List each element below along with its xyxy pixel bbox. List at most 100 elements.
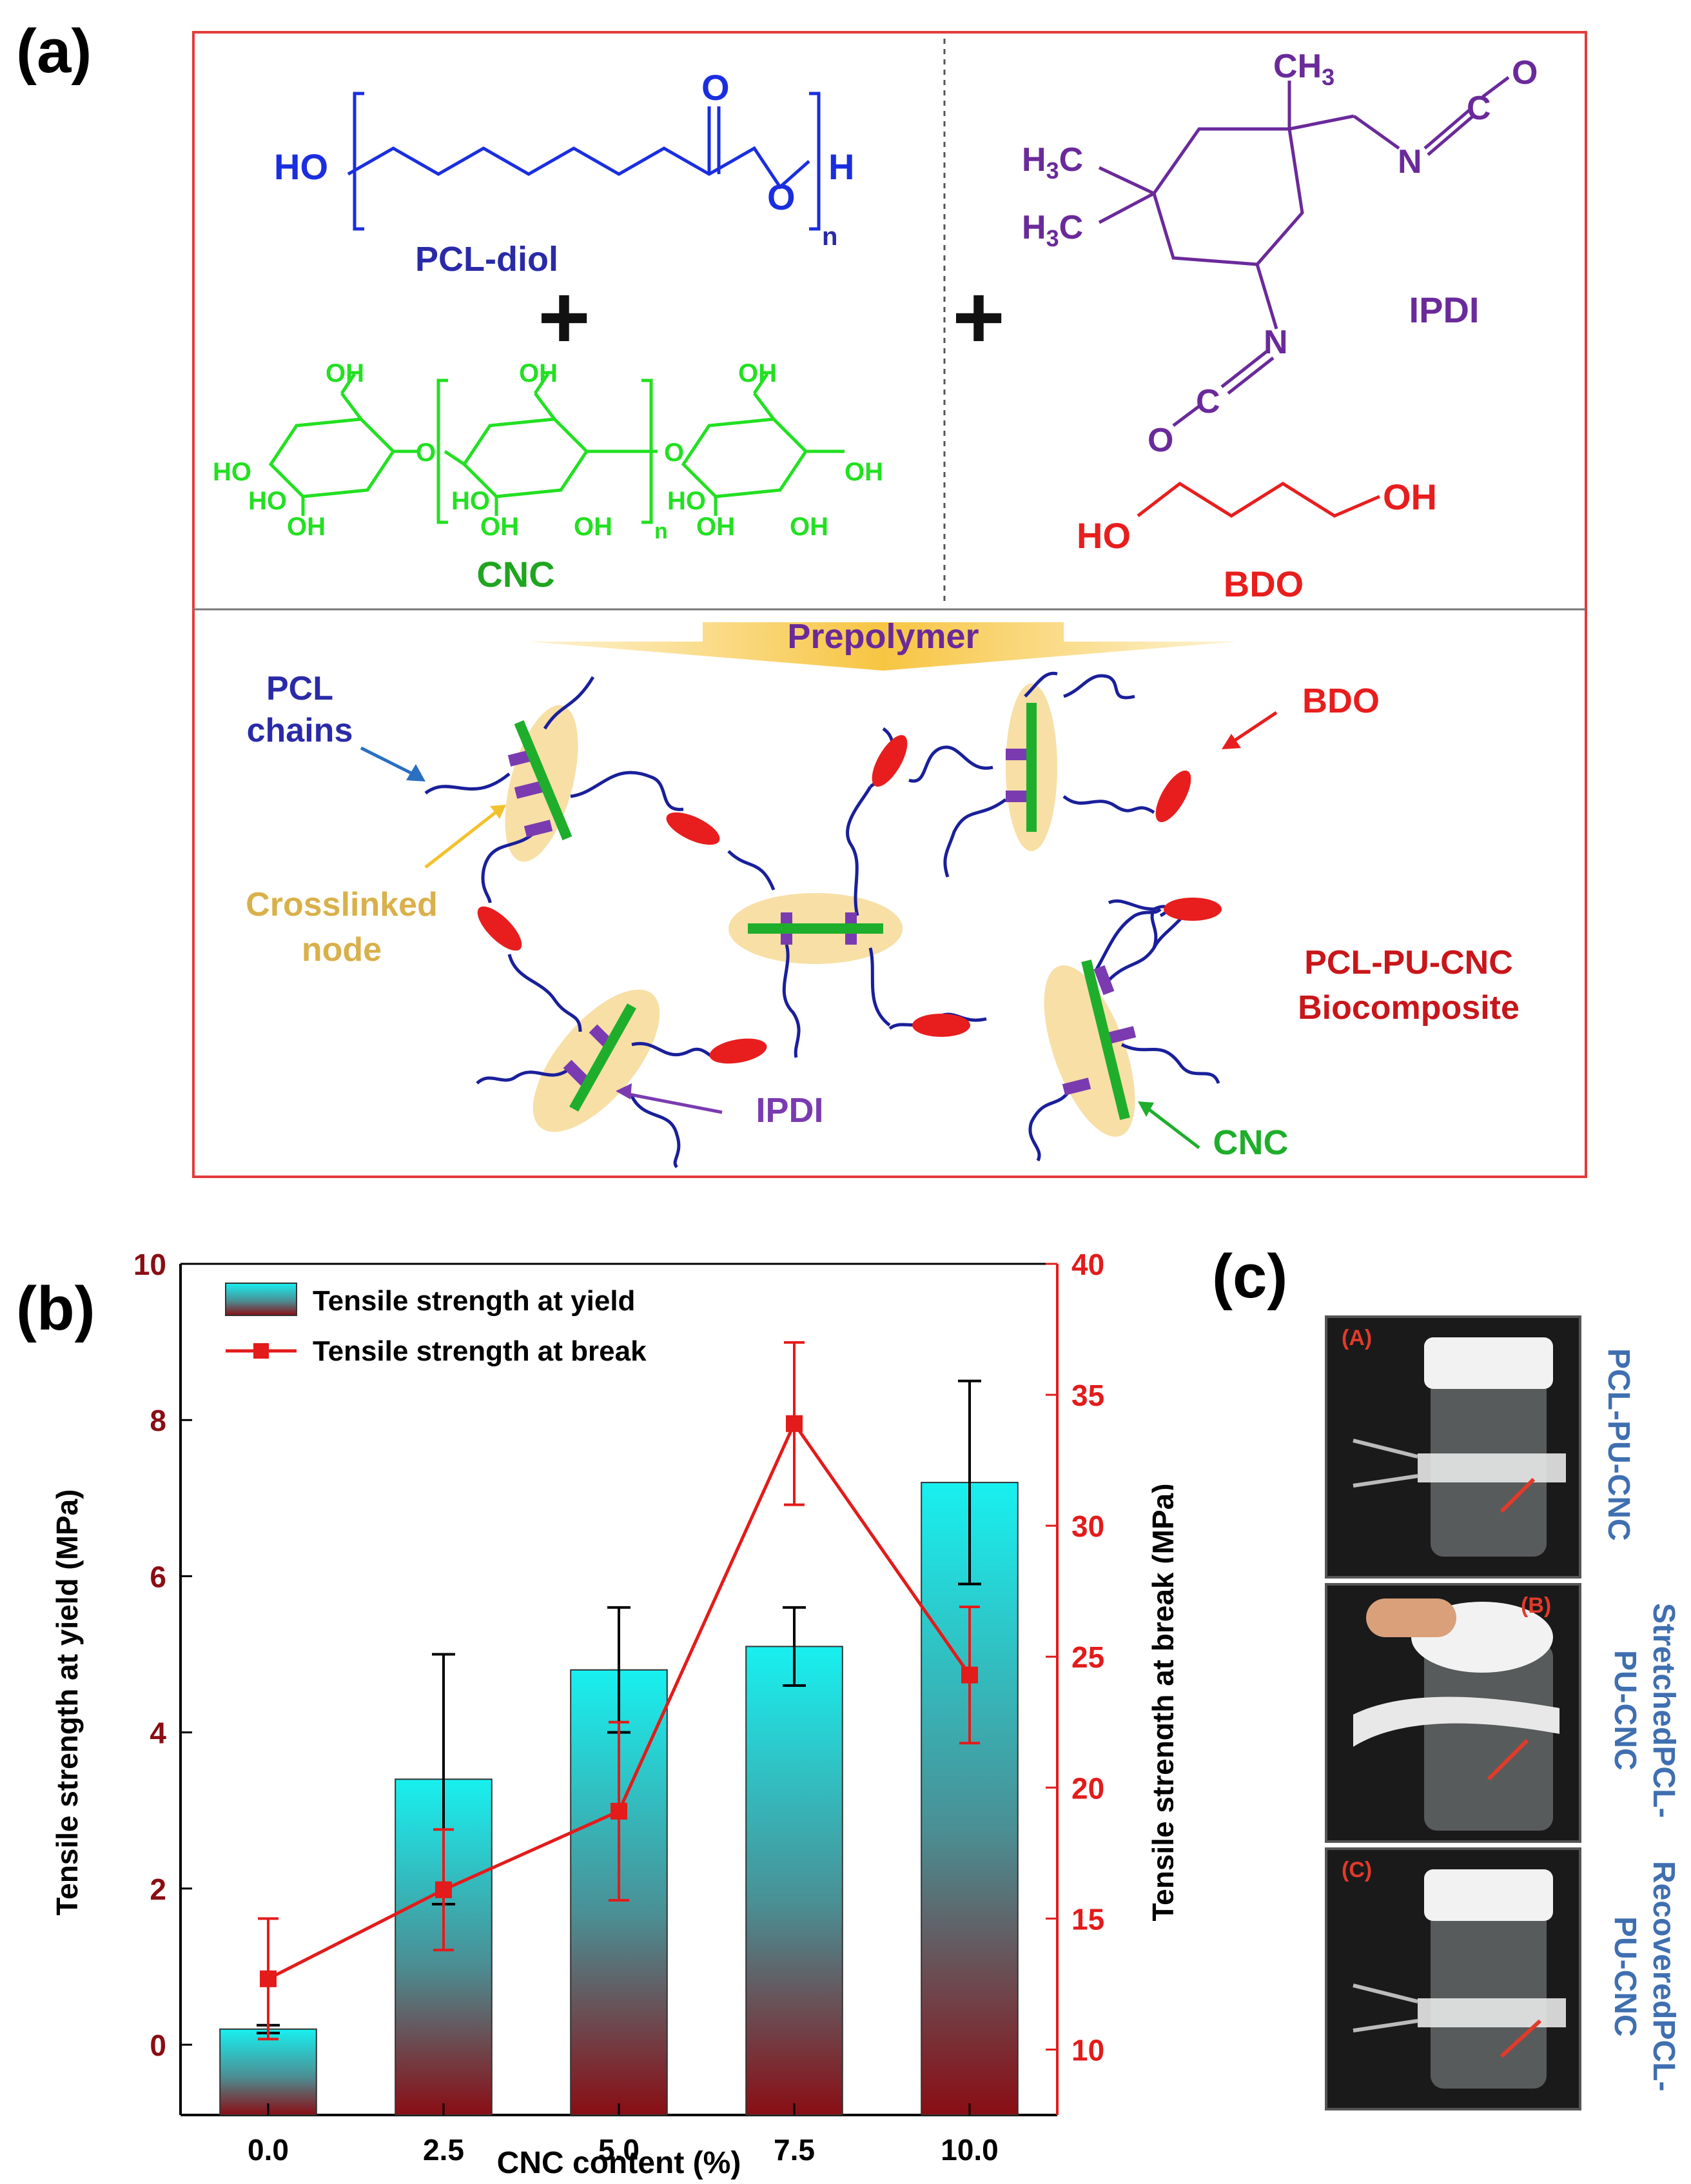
photo-stretched-sample: (B) [1325,1583,1581,1843]
ipdi-h3c-2: H3C [1022,209,1083,251]
y2-axis-label: Tensile strength at break (MPa) [1146,1483,1173,1921]
bdo-structure [1137,481,1380,518]
composite-label-line1: PCL-PU-CNC [1304,944,1513,981]
photo-c-illustration [1353,1869,1566,2089]
y-tick-label-5: 10 [133,1248,166,1281]
pcl-chains-arrow [360,746,420,779]
cnc-o-link-2: O [664,438,684,467]
bdo-network-label: BDO [1302,682,1380,720]
y2-tick-label-2: 20 [1071,1771,1104,1805]
cnc-ho-1: HO [213,458,251,486]
bar-yield-3 [745,1646,843,2116]
cnc-oh-2: OH [519,359,558,388]
bdo-segments [477,735,1222,1064]
ipdi-c-2: C [1196,383,1220,420]
cnc-ho-2: HO [248,487,287,515]
legend-swatch-yield [225,1283,297,1316]
photo-label-c-line2: PCL-PU-CNC [1608,1916,1681,2092]
x-tick-label-3: 7.5 [774,2133,815,2167]
pcl-diol-name: PCL-diol [415,240,558,279]
photo-label-b-line2: PCL-PU-CNC [1608,1650,1681,1818]
pcl-ho-label: HO [274,146,328,187]
photo-label-c-line1: Recovered [1647,1861,1681,2020]
ipdi-h3c-1: H3C [1022,141,1083,184]
composite-label-line2: Biocomposite [1298,989,1520,1027]
ipdi-ch3: CH3 [1273,48,1334,90]
prepolymer-arrow [529,622,1238,671]
cnc-oh-4: OH [287,513,326,541]
cnc-repeat-n: n [654,519,668,544]
panel-label-b: (b) [16,1274,95,1343]
bdo-name: BDO [1224,564,1304,604]
bdo-ho: HO [1077,515,1131,556]
prepolymer-label: Prepolymer [787,617,979,656]
cnc-oh-9: OH [845,458,883,486]
x-tick-label-2: 5.0 [598,2133,640,2167]
plus-sign-left: + [538,266,591,368]
photo-b-illustration [1353,1599,1559,1831]
cnc-oh-1: OH [326,359,364,388]
y-tick-label-4: 8 [150,1404,166,1437]
crosslinked-node-arrow [424,808,501,869]
ipdi-arrow [621,1091,723,1114]
ipdi-o-2: O [1148,422,1173,459]
bar-yield-0 [219,2028,317,2116]
cnc-oh-5: OH [480,513,519,541]
cnc-structure [268,373,845,524]
crosslinked-label-line1: Crosslinked [246,886,438,923]
cnc-oh-3: OH [738,359,777,388]
panel-label-c: (c) [1212,1242,1288,1311]
pcl-diol-structure [347,92,821,231]
photo-tag-b: (B) [1521,1593,1552,1618]
y2-tick-label-3: 25 [1071,1640,1104,1674]
pcl-chains-label-line2: chains [247,712,353,749]
reaction-scheme: HO H O O n PCL-diol + + OH OH OH HO HO O… [192,31,1587,1178]
line-point-2 [611,1802,627,1820]
pcl-carbonyl-o: O [701,67,730,108]
cnc-oh-7: OH [696,513,735,541]
bar-yield-4 [921,1482,1019,2116]
cnc-ho-3: HO [451,487,490,515]
ipdi-n-1: N [1398,143,1422,181]
legend-label-break: Tensile strength at break [313,1335,647,1367]
bdo-oh: OH [1383,477,1437,517]
y-tick-label-0: 0 [150,2029,166,2062]
ipdi-o-1: O [1512,54,1538,92]
y-tick-label-1: 2 [150,1873,166,1906]
ipdi-name: IPDI [1409,290,1480,330]
ipdi-c-1: C [1467,90,1491,127]
x-tick-label-0: 0.0 [248,2133,289,2167]
panel-label-a: (a) [16,17,92,86]
cnc-oh-6: OH [574,513,612,541]
y2-tick-label-0: 10 [1071,2033,1104,2067]
y-tick-label-2: 4 [150,1717,166,1750]
photo-tag-c: (C) [1342,1858,1373,1882]
y-tick-label-3: 6 [150,1560,166,1593]
cnc-ho-4: HO [667,487,706,515]
plus-sign-right: + [952,266,1005,368]
x-tick-label-1: 2.5 [423,2133,464,2167]
y2-tick-label-6: 40 [1071,1248,1104,1281]
photo-label-a-line1: PCL-PU-CNC [1601,1348,1636,1541]
photo-recovered-sample: (C) [1325,1847,1581,2110]
crosslinked-label-line2: node [302,931,382,969]
pcl-repeat-n: n [822,222,837,251]
line-point-1 [435,1881,452,1898]
pcl-h-label: H [828,146,854,187]
photo-label-c: RecoveredPCL-PU-CNC [1592,1847,1683,2105]
legend-label-yield: Tensile strength at yield [313,1285,635,1317]
cnc-oh-8: OH [790,513,828,541]
ipdi-structure [1098,76,1510,427]
photo-label-b-line1: Stretched [1647,1602,1681,1746]
photo-a-illustration [1353,1337,1566,1557]
cnc-arrow [1143,1105,1200,1149]
photo-label-a: PCL-PU-CNC [1592,1315,1637,1573]
ipdi-network-label: IPDI [756,1091,823,1130]
line-point-0 [260,1970,277,1987]
line-point-3 [786,1415,803,1432]
cnc-o-link-1: O [416,438,436,467]
y2-tick-label-4: 30 [1071,1510,1104,1543]
x-tick-label-4: 10.0 [941,2133,999,2167]
